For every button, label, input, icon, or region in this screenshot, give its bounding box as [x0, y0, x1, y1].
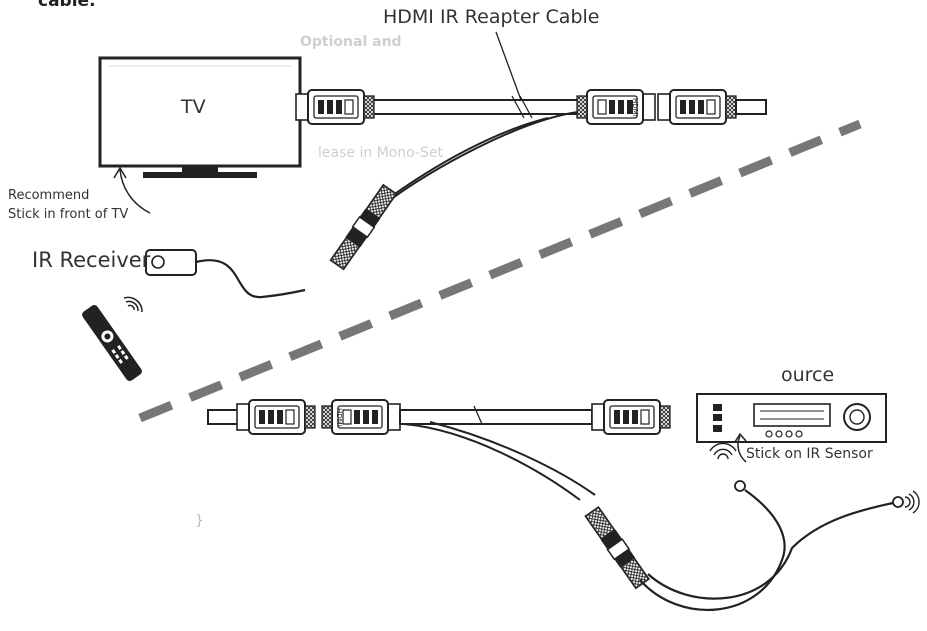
ir-emitter-wire-2 — [647, 501, 894, 600]
faded-background-text-2: lease in Mono-Set — [318, 145, 444, 161]
recommend-arrowhead — [113, 166, 127, 179]
ir-emitter-tip-2 — [892, 496, 904, 508]
top-ir-inline-connector — [329, 183, 398, 271]
tv-icon — [98, 56, 302, 178]
remote-signal-icon — [123, 296, 143, 313]
stick-arrow — [737, 435, 747, 463]
recommend-label-2: Stick in front of TV — [8, 207, 129, 222]
faded-background-text: Optional and — [300, 34, 402, 50]
stray-mark: } — [195, 513, 204, 529]
bottom-ir-inline-connector — [584, 505, 650, 590]
ir-emitter-tip-1 — [734, 480, 746, 492]
bottom-hdmi-cable: HDMI — [207, 399, 671, 501]
connector-marking-2: HDMI — [335, 408, 343, 427]
cut-off-heading: cable. — [38, 0, 96, 11]
recommend-arrow — [119, 169, 151, 214]
recommend-label: Recommend — [8, 188, 90, 203]
tv-label: TV — [181, 96, 206, 118]
cable-title: HDMI IR Reapter Cable — [383, 6, 600, 28]
source-device-icon — [696, 393, 887, 443]
connector-marking-1: HDMI — [631, 98, 639, 117]
remote-icon — [82, 305, 142, 381]
dashed-divider — [138, 119, 862, 423]
stick-arrowhead — [734, 432, 747, 443]
ir-emitter-wire — [639, 489, 786, 611]
sensor-signal-icon — [709, 442, 737, 460]
emitter-signal-icon — [904, 490, 920, 514]
title-leader-line — [495, 31, 522, 101]
ir-receiver-label: IR Receiver — [32, 248, 151, 272]
stick-on-ir-sensor-label: Stick on IR Sensor — [746, 446, 873, 462]
ir-receiver-wire — [195, 259, 306, 299]
source-label: ource — [781, 364, 835, 386]
top-hdmi-cable: HDMI — [295, 89, 767, 207]
ir-receiver-icon — [145, 249, 197, 276]
